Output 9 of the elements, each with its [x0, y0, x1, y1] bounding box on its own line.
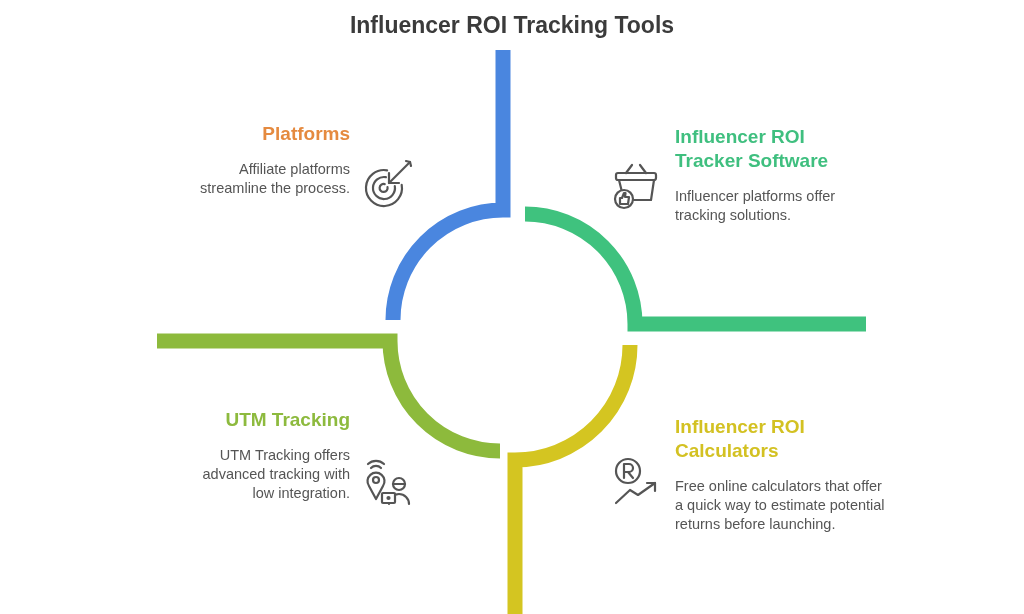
title: Influencer ROI Tracking Tools [348, 12, 676, 39]
section-heading: UTM Tracking [224, 408, 350, 432]
section-heading: Influencer ROI Tracker Software [675, 125, 830, 173]
description-text: Influencer platforms offer tracking solutions. [675, 187, 837, 225]
description-text: Affiliate platforms streamline the process. [199, 160, 350, 198]
description-text: Free online calculators that offer a quick way to estimate potential returns before launching. [675, 477, 885, 534]
section-heading: Influencer ROI Calculators [675, 415, 806, 463]
section-heading: Platforms [261, 122, 350, 146]
description-text: UTM Tracking offers advanced tracking with low integration. [201, 446, 350, 503]
